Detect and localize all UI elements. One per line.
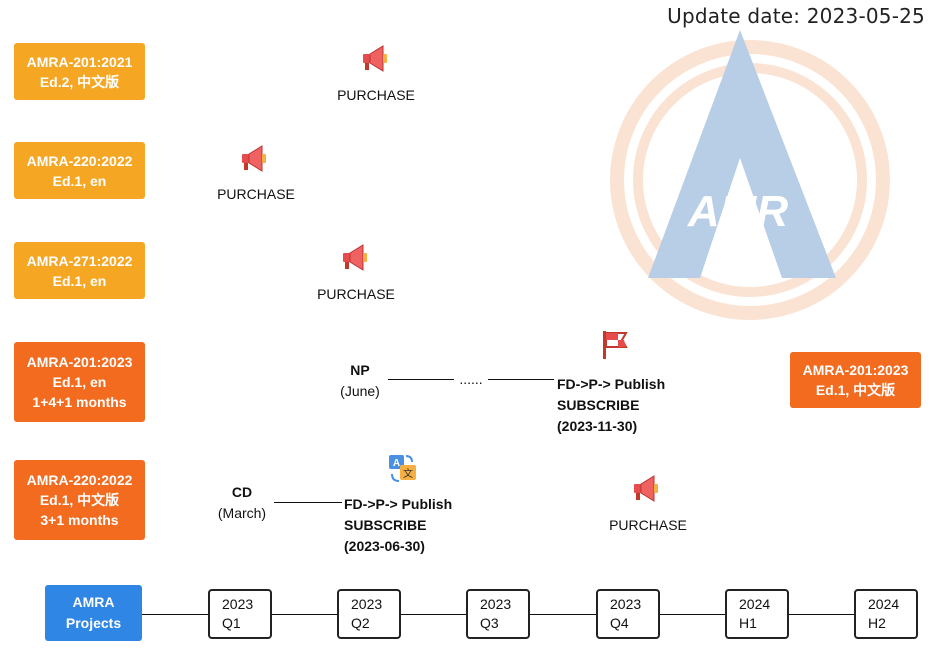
project-duration: 1+4+1 months	[32, 394, 127, 410]
period-box-2024-h2: 2024 H2	[854, 589, 918, 639]
connector-line	[274, 502, 342, 503]
cd-date: (March)	[217, 505, 267, 521]
purchase-label: PURCHASE	[609, 517, 687, 533]
cd-label: CD	[231, 484, 253, 500]
project-title: AMRA-220:2022	[26, 152, 133, 169]
period-year: 2023	[610, 596, 642, 612]
purchase-label: PURCHASE	[337, 87, 415, 103]
project-title: AMRA-220:2022	[26, 472, 133, 488]
period-label: H1	[739, 615, 757, 631]
project-title: AMRA-201:2023	[26, 354, 133, 370]
period-year: 2023	[351, 596, 383, 612]
update-date: Update date: 2023-05-25	[667, 4, 925, 28]
period-year: 2024	[868, 596, 900, 612]
project-edition: Ed.1, en	[52, 272, 107, 289]
period-box-2023-q3: 2023 Q3	[466, 589, 530, 639]
project-title: AMRA-201:2021	[26, 53, 133, 70]
connector-line	[388, 379, 454, 380]
np-date: (June)	[340, 383, 380, 399]
purchase-label: PURCHASE	[217, 186, 295, 202]
period-label: Q3	[480, 615, 499, 631]
period-box-2023-q4: 2023 Q4	[596, 589, 660, 639]
projects-label: Projects	[65, 615, 122, 631]
period-label: Q4	[610, 615, 629, 631]
project-edition: Ed.1, 中文版	[39, 492, 120, 508]
ellipsis: ......	[459, 371, 483, 387]
megaphone-icon	[634, 475, 658, 502]
project-edition: Ed.1, 中文版	[815, 382, 896, 398]
period-box-2024-h1: 2024 H1	[725, 589, 789, 639]
project-box-4: AMRA-201:2023 Ed.1, en 1+4+1 months	[14, 342, 145, 422]
project-box-3: AMRA-271:2022 Ed.1, en	[14, 242, 145, 299]
project-edition: Ed.2, 中文版	[39, 73, 120, 90]
publish-date-1: (2023-11-30)	[557, 418, 638, 434]
period-box-2023-q2: 2023 Q2	[337, 589, 401, 639]
connector-line	[488, 379, 554, 380]
subscribe-1: SUBSCRIBE	[557, 397, 640, 413]
period-label: Q1	[222, 615, 241, 631]
translate-icon: A 文	[389, 455, 416, 482]
np-label: NP	[350, 362, 370, 378]
project-box-1: AMRA-201:2021 Ed.2, 中文版	[14, 43, 145, 100]
period-label: Q2	[351, 615, 370, 631]
megaphone-icon	[363, 45, 387, 72]
flag-icon	[603, 331, 628, 359]
project-edition: Ed.1, en	[52, 172, 107, 189]
svg-text:A: A	[393, 458, 400, 469]
period-year: 2024	[739, 596, 771, 612]
purchase-label: PURCHASE	[317, 286, 395, 302]
future-project-box: AMRA-201:2023 Ed.1, 中文版	[790, 352, 921, 408]
period-year: 2023	[480, 596, 512, 612]
period-year: 2023	[222, 596, 254, 612]
publish-step-1: FD->P-> Publish	[557, 376, 666, 392]
amr-watermark-logo: AMR	[610, 30, 890, 320]
period-label: H2	[868, 615, 886, 631]
period-box-2023-q1: 2023 Q1	[208, 589, 272, 639]
publish-step-2: FD->P-> Publish	[344, 496, 453, 512]
project-edition: Ed.1, en	[52, 374, 107, 390]
project-title: AMRA-201:2023	[802, 362, 909, 378]
publish-date-2: (2023-06-30)	[344, 538, 425, 554]
watermark-text: AMR	[687, 187, 788, 236]
project-title: AMRA-271:2022	[26, 252, 133, 269]
amra-projects-node: AMRA Projects	[45, 585, 142, 641]
amra-label: AMRA	[72, 594, 115, 610]
svg-text:文: 文	[403, 467, 413, 480]
project-duration: 3+1 months	[40, 512, 119, 528]
megaphone-icon	[242, 145, 266, 172]
megaphone-icon	[343, 244, 367, 271]
subscribe-2: SUBSCRIBE	[344, 517, 427, 533]
project-box-2: AMRA-220:2022 Ed.1, en	[14, 142, 145, 199]
project-box-5: AMRA-220:2022 Ed.1, 中文版 3+1 months	[14, 460, 145, 540]
